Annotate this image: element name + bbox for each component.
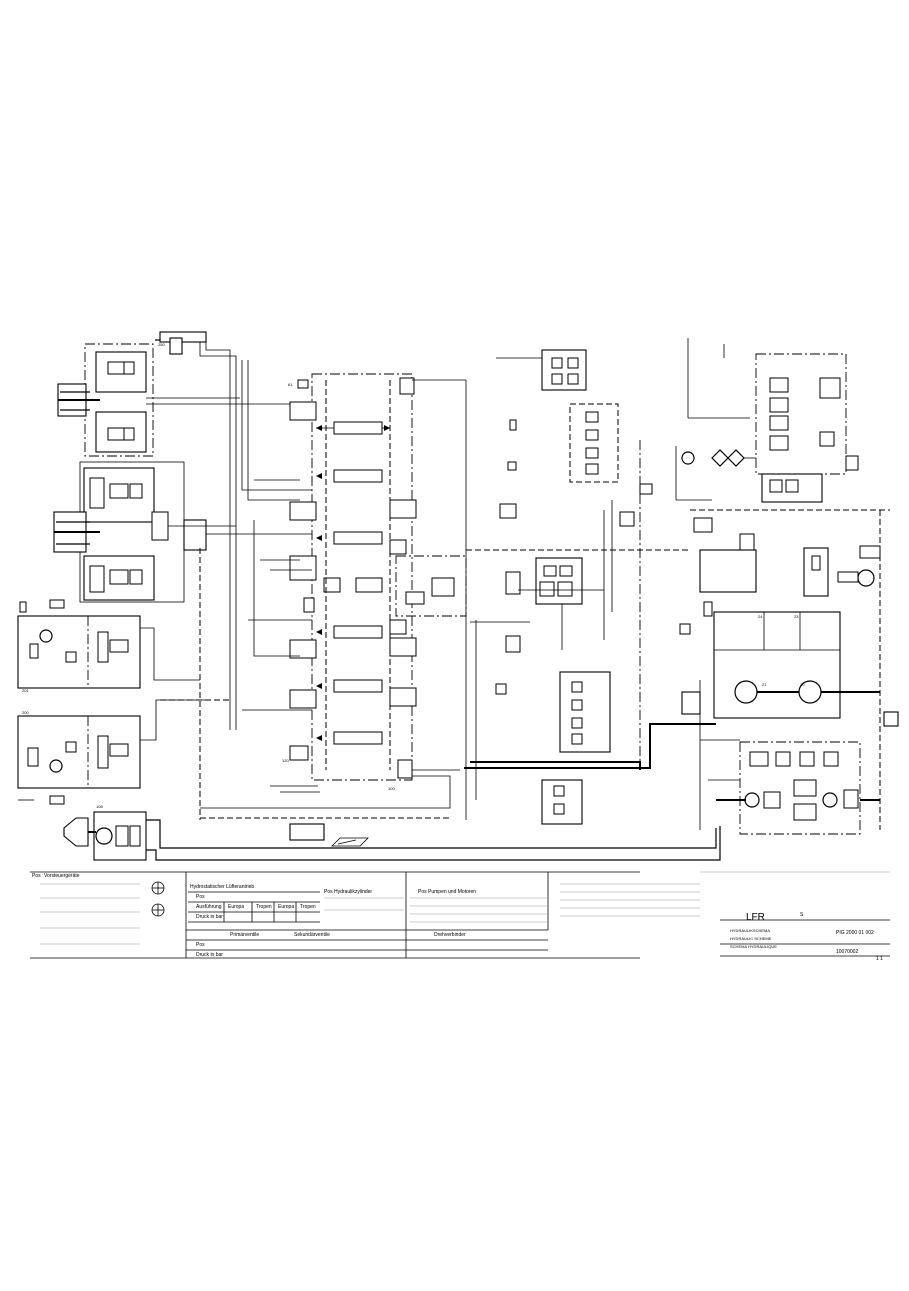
label-20: 20 [800, 682, 805, 687]
right-bottom-pump-block [699, 680, 880, 835]
title-sheet: 1 1 [876, 956, 883, 962]
legend-bottom-druck: Druck in bar [196, 952, 223, 958]
label-23: 23 [794, 614, 799, 619]
legend-col2-ausfuehrung: Ausführung [196, 904, 222, 910]
legend-bottom-pos: Pos [196, 942, 205, 948]
title-line1: HYDRAULIKSCHEMA [730, 928, 770, 933]
legend-col3-title: Pos Hydraulikzylinder [324, 889, 372, 895]
legend-col2-title: Hydrostatischer Lüfterantrieb [190, 884, 254, 890]
label-21: 21 [762, 682, 767, 687]
legend-table: Pos Vorsteuergeräte Hydrostatischer Lüft… [30, 837, 700, 959]
company-logo [331, 837, 369, 847]
joystick-lines [140, 548, 230, 820]
legend-col2-druck: Druck in bar [196, 914, 223, 920]
label-100: 100 [388, 786, 395, 791]
title-block: S LFR HYDRAULIKSCHEMA HYDRAULIC SCHEME S… [700, 871, 890, 962]
label-108: 108 [96, 804, 103, 809]
title-line2: HYDRAULIC SCHEME [730, 936, 772, 941]
legend-col4-title: Pos Pumpen und Motoren [418, 889, 476, 895]
title-line3: SCHEMA HYDRAULIQUE [730, 944, 777, 949]
title-s-mark: S [800, 912, 804, 918]
label-61: 61 [288, 382, 293, 387]
title-id-no: 10070002 [836, 949, 858, 955]
legend-drehverbinder: Drehverbinder [434, 932, 466, 938]
pilot-controller-201: 201 [17, 599, 141, 693]
right-top-valve-block [675, 338, 859, 503]
legend-col2-europa1: Europa [228, 904, 244, 910]
title-drawing-no: PIG 2000 01 002 [836, 930, 874, 936]
legend-col1-pos: Pos [32, 873, 41, 879]
label-120: 120 [282, 758, 289, 763]
legend-col2-tropen1: Tropen [256, 904, 272, 910]
main-control-block-100: 61 120 100 [282, 373, 417, 791]
left-middle-valve-blocks [53, 461, 312, 603]
label-201: 201 [22, 688, 29, 693]
pilot-lines [241, 360, 320, 793]
label-24: 24 [758, 614, 763, 619]
bottom-small-box [200, 817, 450, 841]
legend-col1-title: Vorsteuergeräte [44, 873, 80, 879]
pump-108: 108 [63, 804, 721, 861]
legend-col2-pos: Pos [196, 894, 205, 900]
legend-col2-tropen2: Tropen [300, 904, 316, 910]
label-200: 200 [22, 710, 29, 715]
legend-primaerventile: Primärventile [230, 932, 259, 938]
pilot-controller-200: 200 [17, 710, 141, 805]
right-hydraulic-unit: 24 23 21 20 [679, 509, 899, 830]
legend-sekundaerventile: Sekundärventile [294, 932, 330, 938]
title-company: LFR [746, 912, 765, 923]
mid-valve-section [200, 379, 467, 820]
label-250: 250 [158, 342, 165, 347]
left-upper-valve-blocks [57, 343, 300, 457]
central-valves [464, 349, 716, 825]
cylinder-250: 250 [155, 331, 237, 730]
legend-col2-europa2: Europa [278, 904, 294, 910]
